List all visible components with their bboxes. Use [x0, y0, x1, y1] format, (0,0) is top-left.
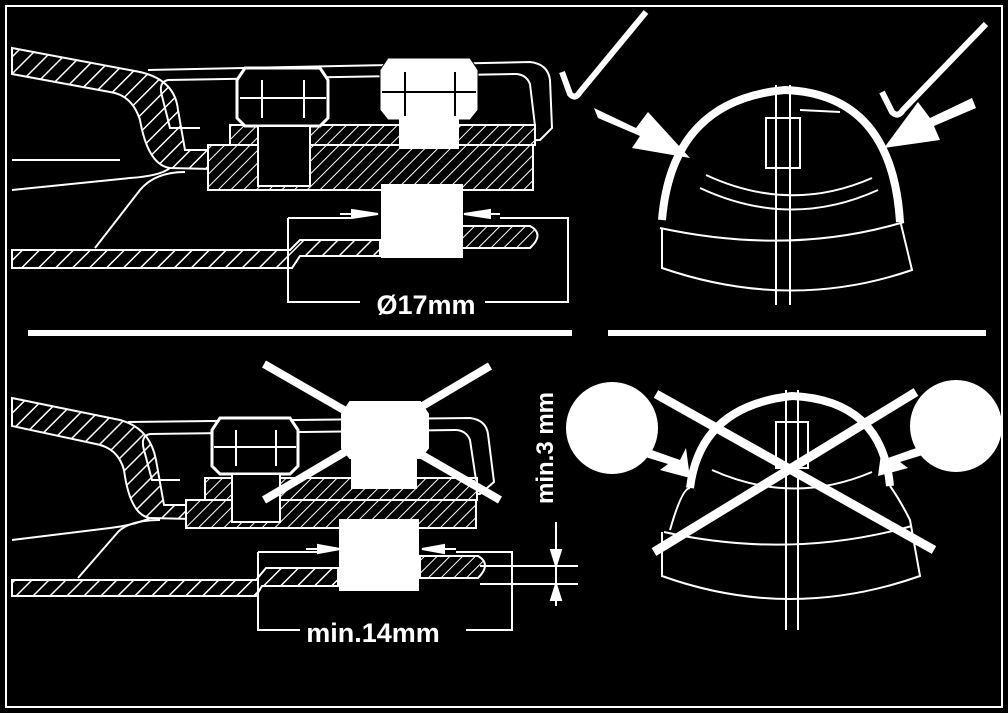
panel-bottom-right-dome: [566, 380, 1002, 630]
cross-mark-icon: [261, 360, 502, 504]
diameter-label: Ø17mm: [376, 290, 475, 320]
check-mark-icon: [559, 10, 649, 100]
outer-frame: [5, 5, 1003, 708]
min-height-label: min.3 mm: [532, 392, 559, 504]
panel-bottom-left-cross-section: [11, 396, 578, 631]
cross-mark-icon: [651, 388, 937, 556]
check-mark-icon: [879, 21, 989, 118]
panel-top-left-cross-section: [11, 46, 569, 303]
min-width-label: min.14mm: [306, 618, 440, 648]
panel-top-right-dome: [594, 85, 976, 305]
